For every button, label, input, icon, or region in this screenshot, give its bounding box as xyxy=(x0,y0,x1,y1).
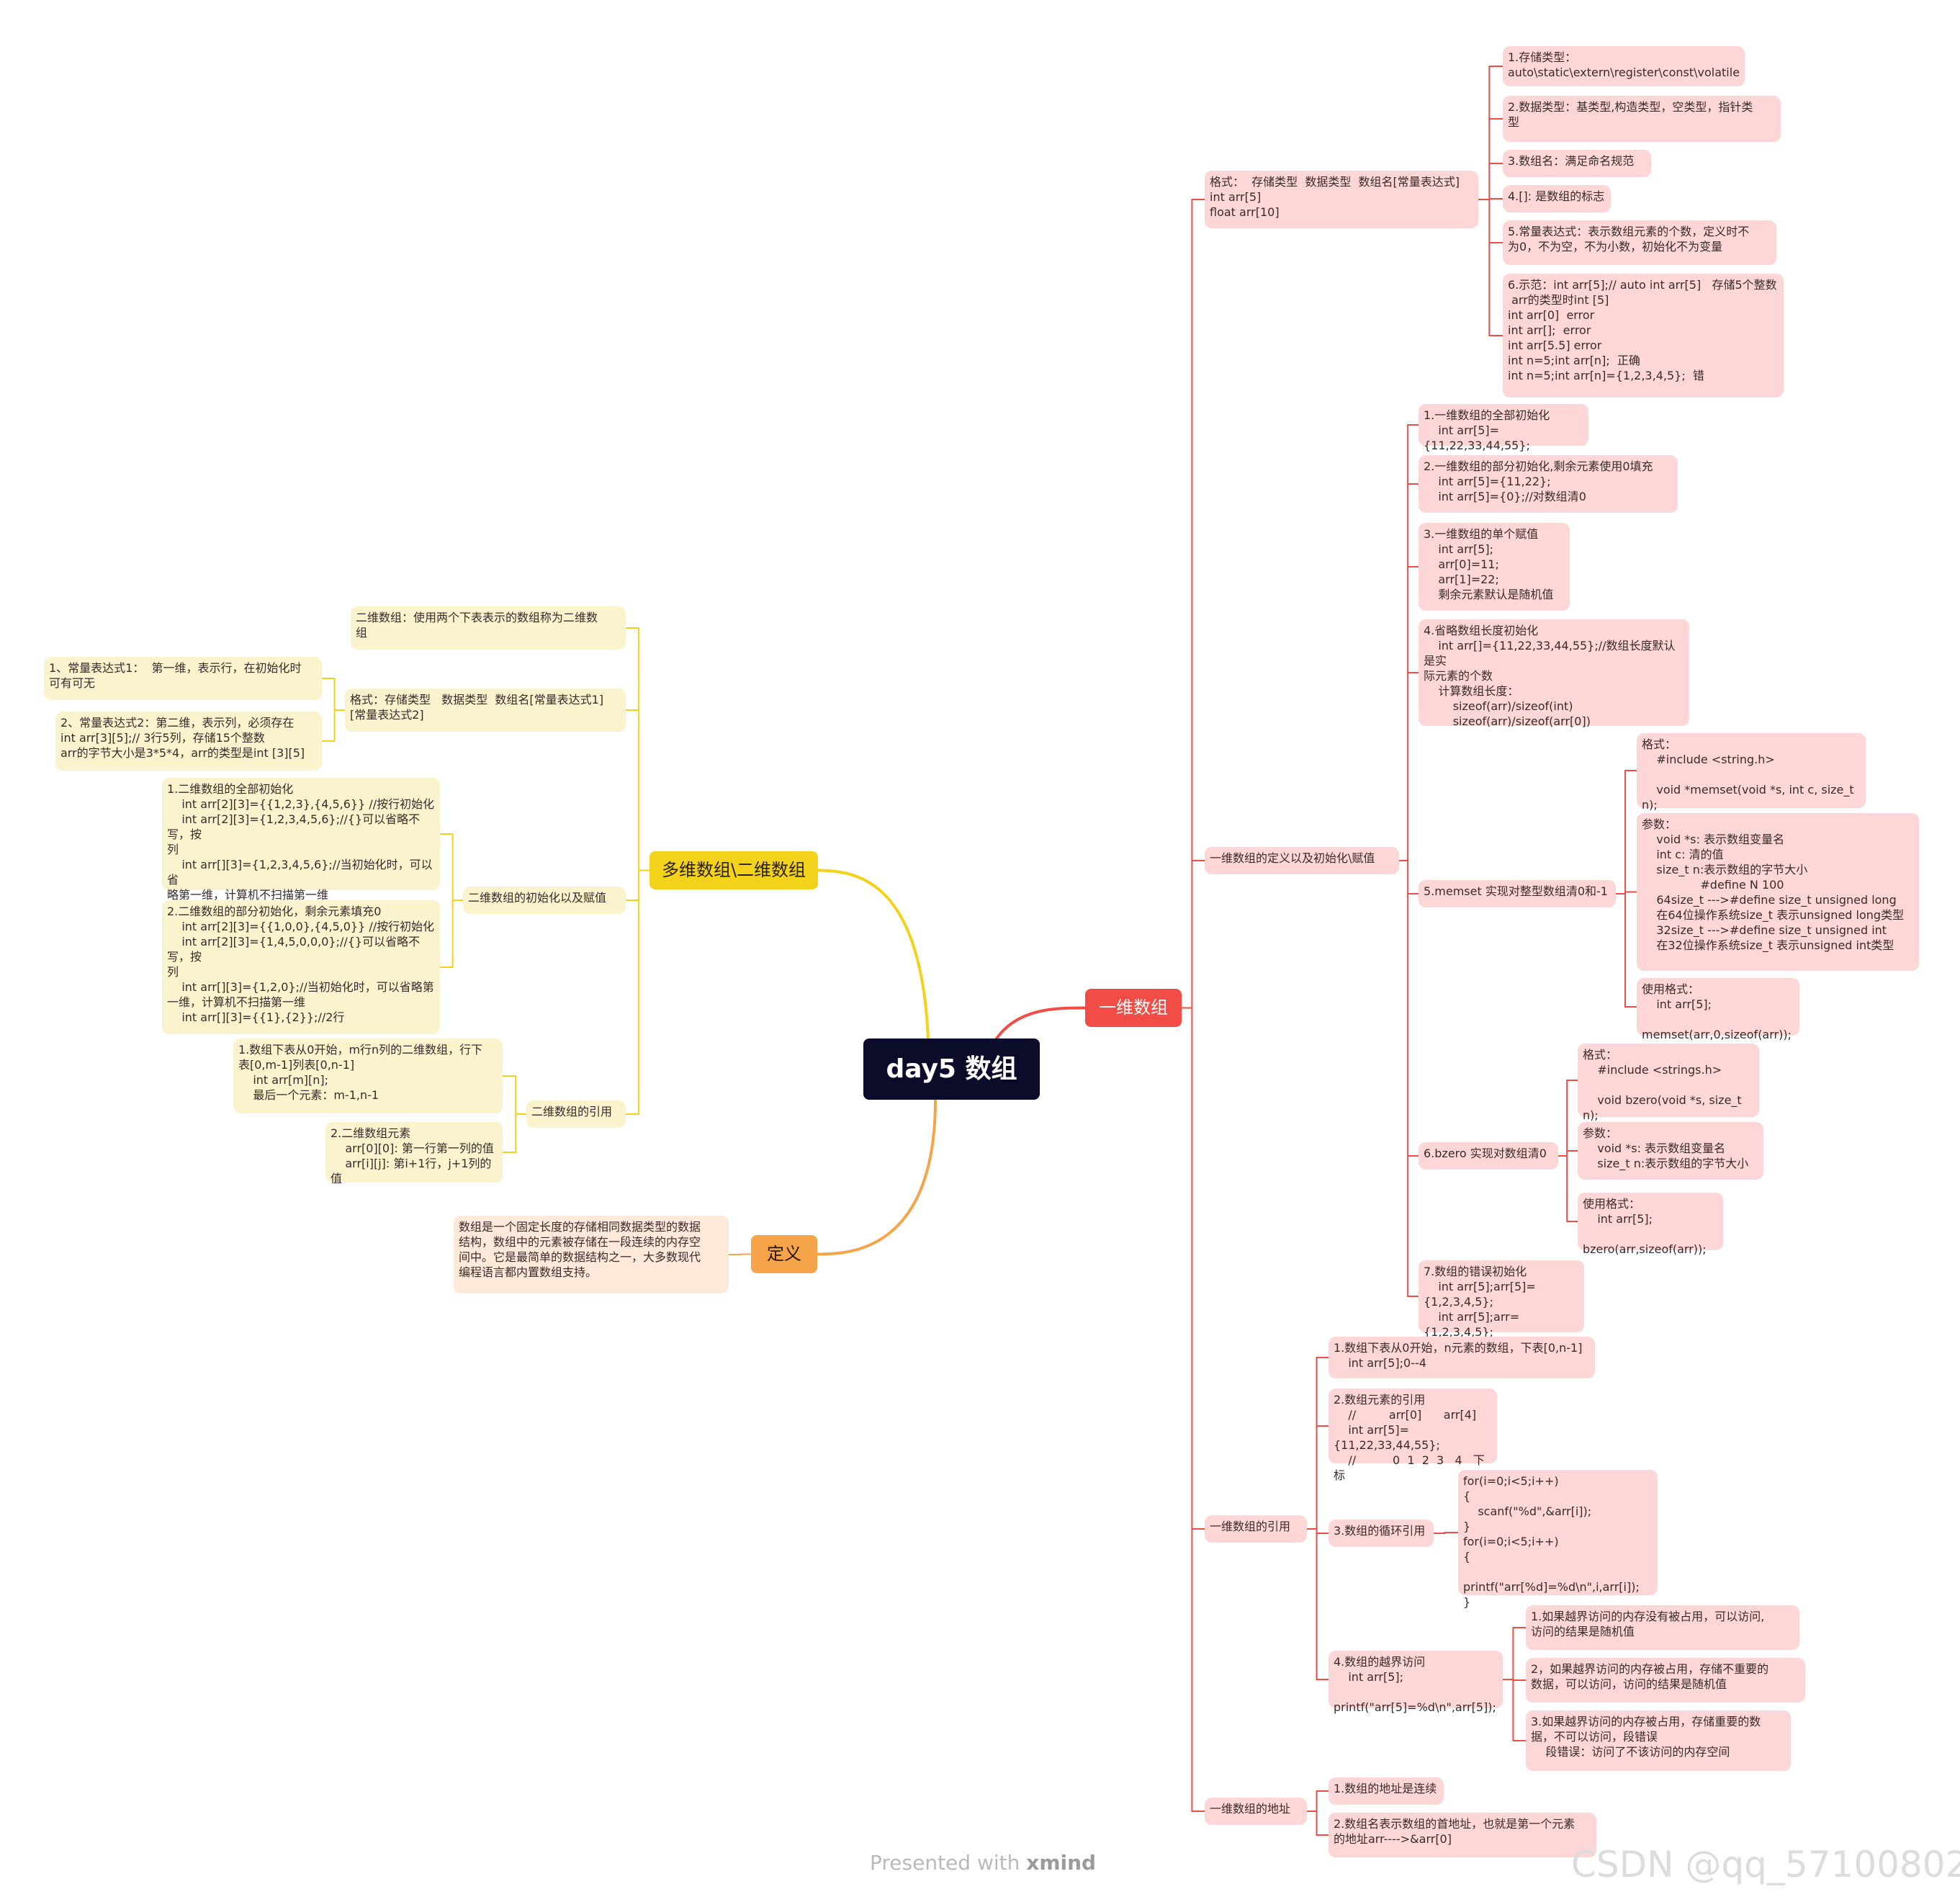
addr-array-name[interactable]: 2.数组名表示数组的首地址，也就是第一个元素 的地址arr---->&arr[0… xyxy=(1329,1813,1596,1857)
multi-format[interactable]: 格式：存储类型 数据类型 数组名[常量表达式1] [常量表达式2] xyxy=(345,688,626,732)
format-storage-type[interactable]: 1.存储类型： auto\static\extern\register\cons… xyxy=(1503,46,1745,86)
ref-out-of-bounds[interactable]: 4.数组的越界访问 int arr[5]; printf("arr[5]=%d\… xyxy=(1329,1651,1503,1714)
connector-root-yellow xyxy=(817,869,930,1040)
bzero-params[interactable]: 参数： void *s: 表示数组变量名 size_t n:表示数组的字节大小 xyxy=(1578,1122,1763,1180)
bzero-topic[interactable]: 6.bzero 实现对数组清0 xyxy=(1419,1142,1558,1170)
multi-ref[interactable]: 二维数组的引用 xyxy=(526,1100,626,1128)
one-dim-init[interactable]: 一维数组的定义以及初始化\赋值 xyxy=(1205,847,1399,874)
init-single-assign[interactable]: 3.一维数组的单个赋值 int arr[5]; arr[0]=11; arr[1… xyxy=(1419,523,1570,611)
definition-text[interactable]: 数组是一个固定长度的存储相同数据类型的数据 结构，数组中的元素被存储在一段连续的… xyxy=(454,1216,729,1293)
bzero-usage[interactable]: 使用格式： int arr[5]; bzero(arr,sizeof(arr))… xyxy=(1578,1193,1723,1256)
root-topic[interactable]: day5 数组 xyxy=(863,1039,1040,1100)
branch-one-dim-array[interactable]: 一维数组 xyxy=(1085,989,1182,1027)
format-data-type[interactable]: 2.数据类型：基类型,构造类型，空类型，指针类 型 xyxy=(1503,96,1781,142)
connector-root-red xyxy=(995,1006,1087,1040)
format-const-expr[interactable]: 5.常量表达式：表示数组元素的个数，定义时不 为0，不为空，不为小数，初始化不为… xyxy=(1503,220,1776,265)
multi-init[interactable]: 二维数组的初始化以及赋值 xyxy=(463,887,626,914)
oob-case-2[interactable]: 2，如果越界访问的内存被占用，存储不重要的 数据，可以访问，访问的结果是随机值 xyxy=(1526,1658,1805,1703)
bzero-format[interactable]: 格式： #include <strings.h> void bzero(void… xyxy=(1578,1044,1759,1122)
memset-usage[interactable]: 使用格式： int arr[5]; memset(arr,0,sizeof(ar… xyxy=(1637,978,1799,1041)
ref-loop[interactable]: 3.数组的循环引用 xyxy=(1329,1520,1434,1547)
init-errors[interactable]: 7.数组的错误初始化 int arr[5];arr[5]={1,2,3,4,5}… xyxy=(1419,1260,1584,1369)
ref-index-range[interactable]: 1.数组下表从0开始，n元素的数组，下表[0,n-1] int arr[5];0… xyxy=(1329,1337,1595,1378)
memset-format[interactable]: 格式： #include <string.h> void *memset(voi… xyxy=(1637,733,1866,812)
format-array-name[interactable]: 3.数组名：满足命名规范 xyxy=(1503,150,1651,177)
addr-continuous[interactable]: 1.数组的地址是连续 xyxy=(1329,1777,1444,1805)
oob-case-1[interactable]: 1.如果越界访问的内存没有被占用，可以访问, 访问的结果是随机值 xyxy=(1526,1605,1799,1650)
ref-element[interactable]: 2.数组元素的引用 // arr[0] arr[4] int arr[5]={1… xyxy=(1329,1389,1497,1482)
csdn-watermark: CSDN @qq_57100802 xyxy=(1571,1844,1960,1885)
init-omit-length[interactable]: 4.省略数组长度初始化 int arr[]={11,22,33,44,55};/… xyxy=(1419,619,1689,728)
multi-format-dim2[interactable]: 2、常量表达式2：第二维，表示列，必须存在 int arr[3][5];// 3… xyxy=(55,712,322,771)
memset-params[interactable]: 参数： void *s: 表示数组变量名 int c: 清的值 size_t n… xyxy=(1637,813,1919,971)
multi-definition[interactable]: 二维数组：使用两个下表表示的数组称为二维数 组 xyxy=(351,606,626,650)
format-example[interactable]: 6.示范：int arr[5];// auto int arr[5] 存储5个整… xyxy=(1503,274,1784,398)
multi-ref-element[interactable]: 2.二维数组元素 arr[0][0]: 第一行第一列的值 arr[i][j]: … xyxy=(325,1122,503,1185)
xmind-brand: xmind xyxy=(1026,1851,1097,1875)
connector-root-orange xyxy=(816,1098,937,1256)
one-dim-ref[interactable]: 一维数组的引用 xyxy=(1205,1515,1307,1543)
multi-format-dim1[interactable]: 1、常量表达式1： 第一维，表示行，在初始化时 可有可无 xyxy=(44,657,322,700)
multi-init-full[interactable]: 1.二维数组的全部初始化 int arr[2][3]={{1,2,3},{4,5… xyxy=(162,778,440,902)
branch-multi-dim-array[interactable]: 多维数组\二维数组 xyxy=(649,851,818,889)
one-dim-addr[interactable]: 一维数组的地址 xyxy=(1205,1798,1307,1825)
one-dim-format[interactable]: 格式： 存储类型 数据类型 数组名[常量表达式] int arr[5] floa… xyxy=(1205,171,1478,228)
ref-loop-code[interactable]: for(i=0;i<5;i++) { scanf("%d",&arr[i]); … xyxy=(1458,1470,1658,1609)
multi-init-partial[interactable]: 2.二维数组的部分初始化，剩余元素填充0 int arr[2][3]={{1,0… xyxy=(162,900,440,1034)
format-brackets[interactable]: 4.[]: 是数组的标志 xyxy=(1503,185,1611,212)
oob-case-3[interactable]: 3.如果越界访问的内存被占用，存储重要的数 据，不可以访问，段错误 段错误：访问… xyxy=(1526,1710,1791,1771)
branch-definition[interactable]: 定义 xyxy=(751,1235,817,1273)
init-partial[interactable]: 2.一维数组的部分初始化,剩余元素使用0填充 int arr[5]={11,22… xyxy=(1419,455,1678,513)
memset-topic[interactable]: 5.memset 实现对整型数组清0和-1 xyxy=(1419,880,1616,907)
multi-ref-index[interactable]: 1.数组下表从0开始，m行n列的二维数组，行下 表[0,m-1]列表[0,n-1… xyxy=(233,1039,503,1113)
init-full[interactable]: 1.一维数组的全部初始化 int arr[5]={11,22,33,44,55}… xyxy=(1419,404,1588,452)
footer-prefix: Presented with xyxy=(870,1851,1027,1875)
footer-presented-with: Presented with xmind xyxy=(870,1851,1096,1875)
